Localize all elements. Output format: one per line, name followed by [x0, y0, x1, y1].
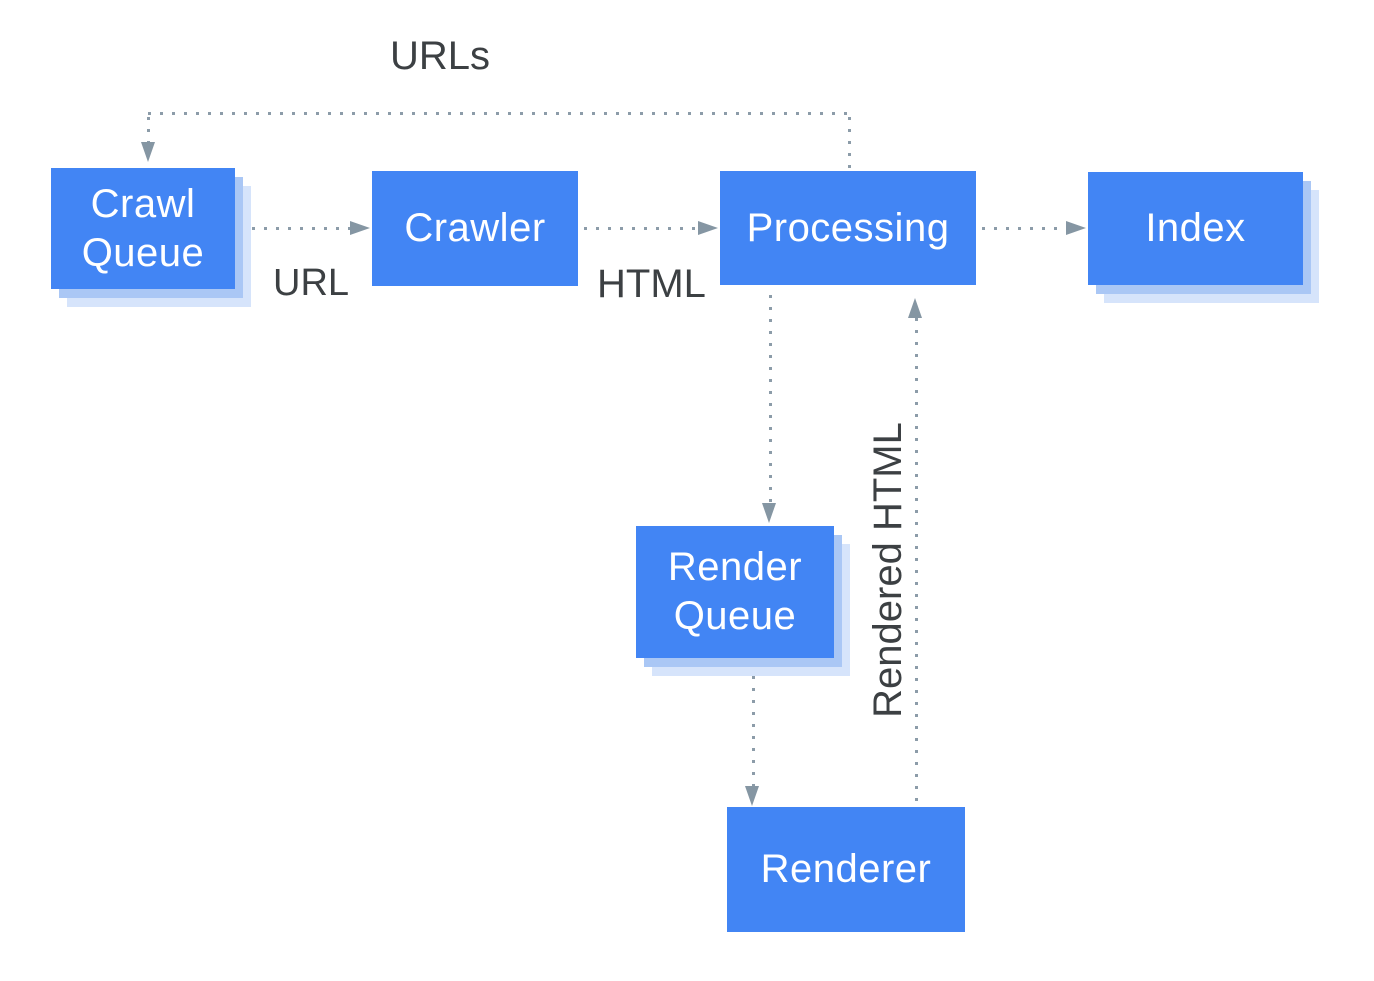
arrowhead-down-render-queue-icon — [762, 503, 776, 523]
node-crawl-queue: Crawl Queue — [51, 168, 235, 289]
edge-label-urls: URLs — [390, 34, 491, 78]
connector-urls-left-vertical — [147, 117, 150, 143]
connector-processing-renderqueue — [769, 295, 772, 503]
arrowhead-right-processing-icon — [698, 221, 718, 235]
arrowhead-right-index-icon — [1066, 221, 1086, 235]
node-renderer: Renderer — [727, 807, 965, 932]
arrowhead-down-renderer-icon — [745, 786, 759, 806]
connector-renderqueue-renderer — [752, 676, 755, 788]
connector-renderer-processing — [915, 318, 918, 806]
node-crawler-label: Crawler — [404, 206, 546, 251]
connector-crawlqueue-crawler — [252, 227, 352, 230]
node-processing-label: Processing — [746, 205, 950, 250]
edge-label-html: HTML — [597, 262, 706, 306]
edge-label-rendered-html: Rendered HTML — [866, 422, 910, 718]
connector-urls-right-vertical — [848, 117, 851, 171]
connector-urls-horizontal — [148, 112, 849, 115]
edge-label-url: URL — [273, 262, 350, 304]
arrowhead-down-crawl-queue-icon — [141, 142, 155, 162]
node-index-label: Index — [1145, 206, 1246, 251]
node-index: Index — [1088, 172, 1303, 285]
node-processing: Processing — [720, 171, 976, 285]
arrowhead-right-crawler-icon — [350, 221, 370, 235]
connector-crawler-processing — [584, 227, 700, 230]
node-render-queue: Render Queue — [636, 526, 834, 658]
node-render-queue-label: Render Queue — [667, 545, 803, 638]
connector-processing-index — [982, 227, 1068, 230]
arrowhead-up-processing-icon — [908, 298, 922, 318]
node-crawler: Crawler — [372, 171, 578, 286]
node-crawl-queue-label: Crawl Queue — [81, 181, 205, 275]
node-renderer-label: Renderer — [760, 847, 932, 892]
